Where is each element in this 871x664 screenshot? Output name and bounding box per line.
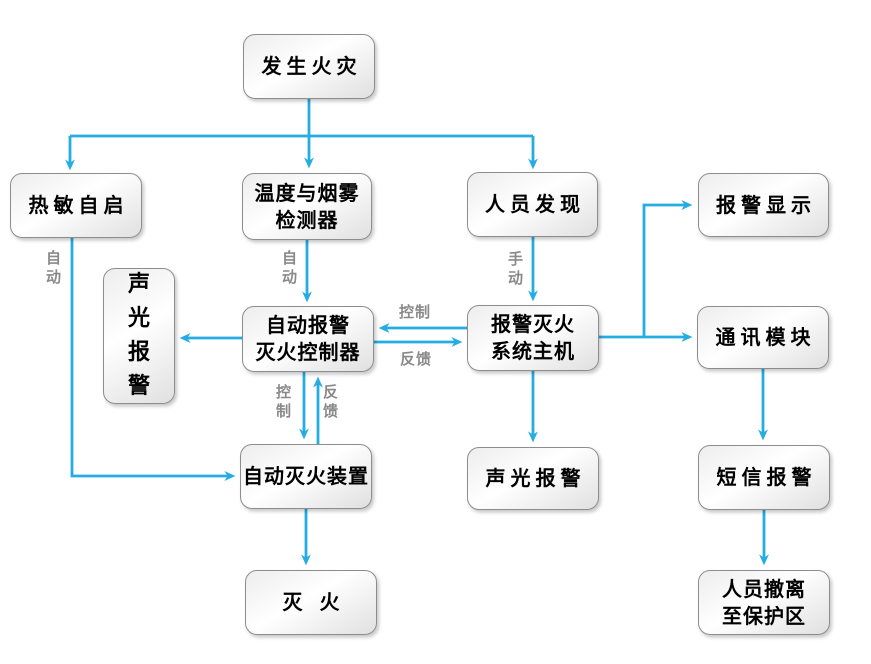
edge-label-manual: 手 动 [507, 250, 524, 287]
node-thermal-autostart: 热敏自启 [10, 173, 142, 238]
node-auto-alarm-extinguish-controller: 自动报警 灭火控制器 [242, 306, 374, 372]
node-sound-light-alarm-bottom: 声光报警 [467, 447, 599, 510]
node-alarm-display: 报警显示 [698, 173, 829, 237]
edge-thermal-to-device [70, 238, 236, 481]
edge-label-control-horizontal: 控制 [398, 303, 431, 321]
edge-label-feedback-vertical: 反 馈 [322, 383, 339, 420]
node-auto-extinguish-device: 自动灭火装置 [240, 444, 372, 509]
edge-junction-to-alarm-display [642, 200, 693, 337]
node-evacuate-to-protected-area: 人员撤离 至保护区 [698, 570, 830, 635]
node-personnel-discovery: 人员发现 [467, 172, 598, 237]
node-sms-alarm: 短信报警 [698, 445, 830, 510]
node-temp-smoke-detector: 温度与烟雾 检测器 [242, 173, 372, 240]
edge-label-auto-center: 自 动 [281, 249, 298, 286]
node-communication-module: 通讯模块 [697, 306, 829, 369]
edge-label-control-vertical: 控 制 [275, 383, 292, 420]
node-fire-occurs: 发生火灾 [243, 34, 375, 99]
node-sound-light-alarm-left: 声 光 报 警 [103, 268, 175, 404]
node-extinguish: 灭 火 [245, 570, 377, 635]
edge-label-auto-left: 自 动 [45, 249, 62, 286]
node-alarm-extinguish-system-host: 报警灭火 系统主机 [467, 305, 599, 371]
edge-label-feedback-horizontal: 反馈 [399, 350, 432, 368]
